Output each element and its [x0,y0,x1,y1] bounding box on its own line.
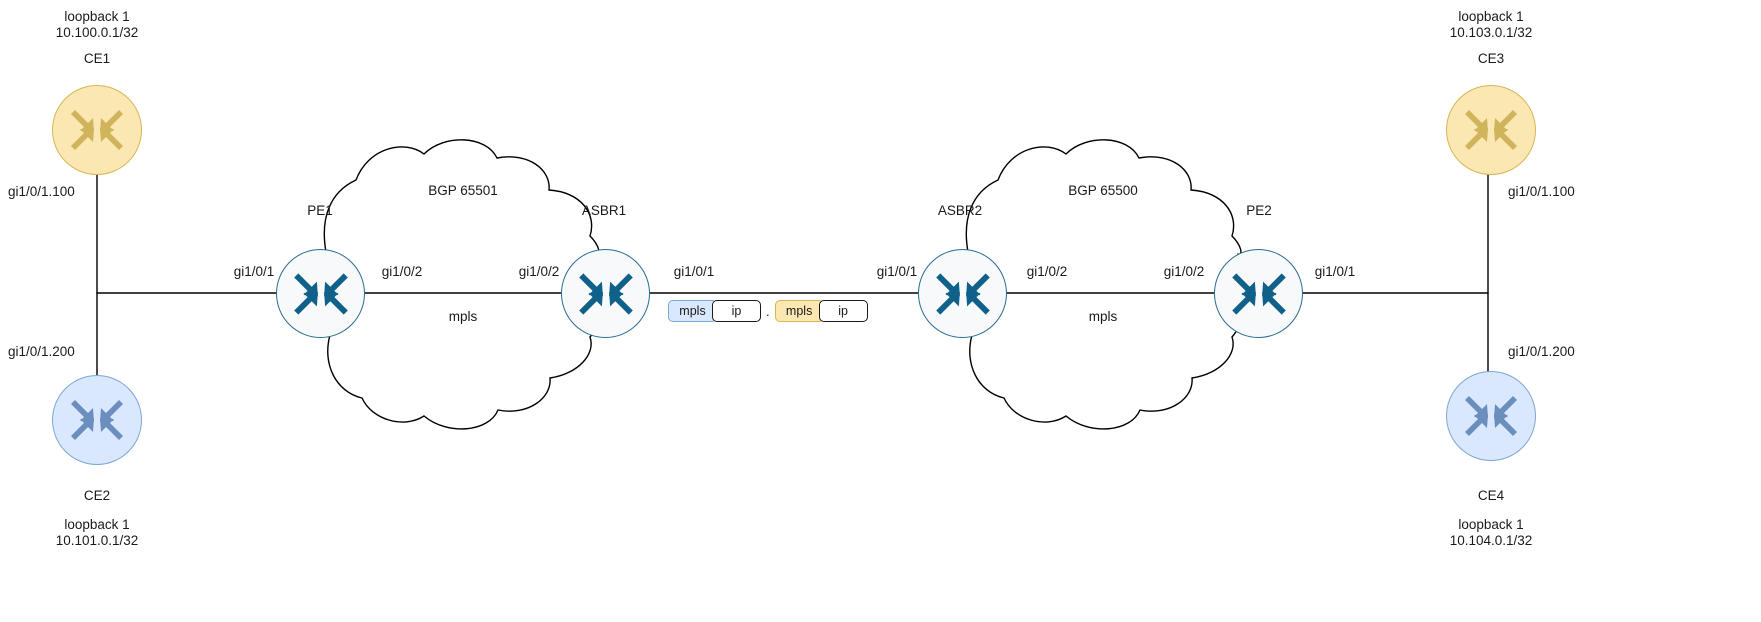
asbr1-interface-right-label: gi1/0/1 [673,264,715,279]
asbr1-name-label: ASBR1 [581,203,627,218]
ce1-loopback-address: 10.100.0.1/32 [55,25,139,40]
pe1-name-label: PE1 [307,203,333,218]
ce1-interface-label: gi1/0/1.100 [8,184,75,199]
router-pe1[interactable] [276,249,365,338]
router-icon [935,272,990,315]
router-icon [1465,396,1517,436]
ce3-name-label: CE3 [1477,51,1505,66]
ce2-loopback-address: 10.101.0.1/32 [55,533,139,548]
asbr2-interface-right-label: gi1/0/2 [1026,264,1068,279]
asbr2-interface-left-label: gi1/0/1 [876,264,918,279]
ce2-interface-label: gi1/0/1.200 [8,344,75,359]
packet-left-ip-segment: ip [712,300,761,322]
pe1-interface-left-label: gi1/0/1 [233,264,275,279]
packet-left-mpls-segment: mpls [668,300,717,322]
ce4-loopback-label: loopback 1 [1458,517,1524,532]
cloud-right-label: BGP 65500 [1068,183,1138,198]
router-pe2[interactable] [1214,249,1303,338]
router-asbr2[interactable] [918,249,1007,338]
link-label-mpls-left: mpls [448,309,478,324]
router-icon [293,272,348,315]
ce4-loopback-address: 10.104.0.1/32 [1449,533,1533,548]
pe2-name-label: PE2 [1246,203,1272,218]
pe1-interface-right-label: gi1/0/2 [381,264,423,279]
ce2-loopback-label: loopback 1 [64,517,130,532]
packet-label-stacks: mpls ip . mpls ip [668,300,868,322]
router-ce3[interactable] [1446,85,1536,175]
router-icon [71,110,123,150]
ce1-name-label: CE1 [83,51,111,66]
router-icon [71,400,123,440]
link-label-mpls-right: mpls [1088,309,1118,324]
ce4-name-label: CE4 [1477,488,1505,503]
router-asbr1[interactable] [561,249,650,338]
ce3-interface-label: gi1/0/1.100 [1508,184,1575,199]
router-ce1[interactable] [52,85,142,175]
cloud-left-label: BGP 65501 [428,183,498,198]
ce1-loopback-label: loopback 1 [64,9,130,24]
ce4-interface-label: gi1/0/1.200 [1508,344,1575,359]
packet-stack-separator: . [766,303,770,319]
pe2-interface-right-label: gi1/0/1 [1314,264,1356,279]
packet-right-ip-segment: ip [818,300,868,322]
ce2-name-label: CE2 [83,488,111,503]
router-ce2[interactable] [52,375,142,465]
packet-right-mpls-segment: mpls [774,300,824,322]
ce3-loopback-address: 10.103.0.1/32 [1449,25,1533,40]
router-icon [1465,110,1517,150]
router-icon [578,272,633,315]
cloud-right-bottom [969,324,1239,430]
pe2-interface-left-label: gi1/0/2 [1163,264,1205,279]
packet-stack-right[interactable]: mpls ip [774,300,868,322]
router-icon [1231,272,1286,315]
ce3-loopback-label: loopback 1 [1458,9,1524,24]
cloud-left-bottom [327,324,597,430]
packet-stack-left[interactable]: mpls ip [668,300,761,322]
asbr1-interface-left-label: gi1/0/2 [518,264,560,279]
router-ce4[interactable] [1446,371,1536,461]
asbr2-name-label: ASBR2 [937,203,983,218]
